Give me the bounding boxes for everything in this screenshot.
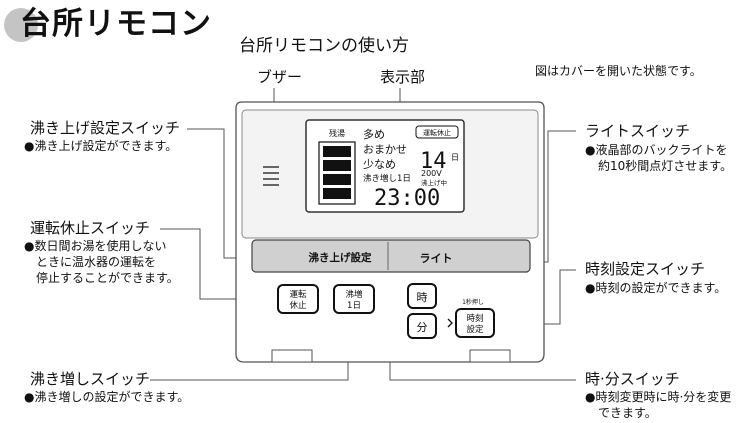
light-switch-desc-1: ●液晶部のバックライトを [585,143,728,157]
lcd-reheat-1day: 沸き増し1日 [363,173,411,184]
minute-button[interactable]: 分 [407,313,437,339]
big-button-bar [251,239,531,273]
buzzer-label: ブザー [257,68,303,86]
lcd-boiling: 沸上げ中 [421,178,447,187]
lcd-mode-less: 少なめ [363,158,396,171]
light-switch-desc-2: 約10秒間点灯させます。 [598,159,733,173]
boil-setting-button[interactable]: 沸き上げ設定 [254,242,386,270]
pause-button-label-1: 運転 [289,290,307,300]
pause-switch-desc-3: 停止することができます。 [36,271,179,285]
hm-switch-heading: 時·分スイッチ [585,370,680,388]
lcd-temp-value: 14 [420,149,447,174]
pause-switch-desc-1: ●数日間お湯を使用しない [24,239,167,253]
hinge-right [469,349,511,363]
cover-note: 図はカバーを開いた状態です。 [535,64,702,78]
lcd-mode-more: 多め [363,127,385,141]
clock-setting-button-label-2: 設定 [466,324,484,335]
hour-button-label: 時 [417,291,428,304]
pause-switch-heading: 運転休止スイッチ [30,219,151,237]
clock-switch-desc: ●時刻の設定ができます。 [585,281,727,295]
lcd-pause-indicator-box [415,125,459,139]
reheat-button[interactable]: 沸増 1日 [333,284,375,314]
pause-button[interactable]: 運転 休止 [277,284,319,314]
title-badge [4,8,38,42]
reheat-button-label-1: 沸増 [345,289,362,300]
light-button[interactable]: ライト [390,242,528,270]
pause-button-label-2: 休止 [289,300,307,311]
lcd-voltage: 200V [421,169,442,178]
hm-switch-desc-2: できます。 [598,406,657,420]
hm-switch-desc-1: ●時刻変更時に時·分を変更 [585,390,732,404]
reheat-switch-heading: 沸き増しスイッチ [30,370,151,388]
diagram-subtitle: 台所リモコンの使い方 [239,36,409,56]
pause-switch-desc-2: ときに温水器の運転を [36,255,157,269]
clock-arrow-icon [447,318,453,328]
lcd-remaining-label: 残湯 [329,128,345,138]
hinge-left [271,349,313,363]
lcd-time: 23:00 [374,186,440,211]
boil-switch-heading: 沸き上げ設定スイッチ [30,119,181,137]
lcd-temp-unit: 日 [451,153,459,162]
reheat-switch-desc: ●沸き増しの設定ができます。 [24,390,190,404]
lcd-level-meter [318,141,356,205]
lcd-pause-indicator: 運転休止 [423,128,451,137]
hour-button[interactable]: 時 [407,283,437,309]
reheat-button-label-2: 1日 [347,301,361,311]
clock-switch-heading: 時刻設定スイッチ [585,260,706,278]
clock-setting-button[interactable]: 時刻 設定 [455,308,495,338]
clock-setting-button-label-1: 時刻 [466,313,483,324]
light-switch-heading: ライトスイッチ [585,122,691,140]
buzzer-grille [263,166,279,186]
light-button-label: ライト [420,252,453,265]
minute-button-label: 分 [417,321,428,334]
display-label: 表示部 [380,68,426,86]
boil-setting-button-label: 沸き上げ設定 [309,251,372,264]
boil-switch-desc: ●沸き上げ設定ができます。 [24,139,178,153]
clock-hold-hint: 1秒押し [462,298,484,306]
page-title: 台所リモコン [20,6,212,42]
lcd-mode-auto: おまかせ [363,143,407,156]
